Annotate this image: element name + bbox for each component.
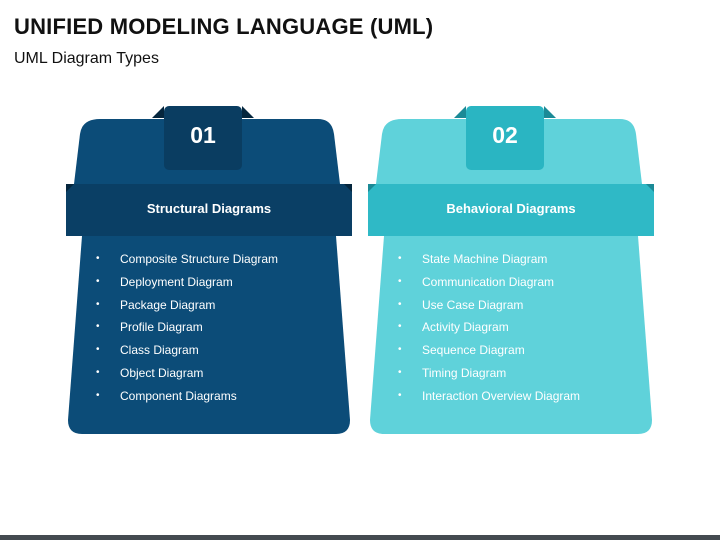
bullet-icon: • [398, 298, 402, 310]
list-item: • Class Diagram [96, 339, 278, 362]
list-item-label: Composite Structure Diagram [120, 252, 279, 266]
card-body-shape [68, 236, 350, 434]
number-tab [466, 106, 544, 170]
bullet-icon: • [96, 298, 100, 310]
bullet-icon: • [398, 321, 402, 333]
list-item: • Object Diagram [96, 362, 278, 385]
list-item-label: State Machine Diagram [422, 252, 548, 266]
band-fold-right [646, 184, 654, 192]
card-number: 02 [492, 122, 518, 148]
card-band [66, 184, 352, 236]
tab-fold-left [152, 106, 164, 118]
bullet-icon: • [398, 275, 402, 287]
page-title: UNIFIED MODELING LANGUAGE (UML) [14, 14, 434, 39]
list-item-label: Sequence Diagram [422, 343, 525, 358]
card-heading: Behavioral Diagrams [446, 201, 576, 216]
diagram-type-list: • State Machine Diagram • Communication Di… [398, 248, 580, 408]
number-tab [164, 106, 242, 170]
list-item-label: Package Diagram [120, 297, 216, 312]
card-shape [66, 106, 352, 434]
diagram-type-list: • Composite Structure Diagram • Deployment… [96, 248, 278, 408]
card-shape [368, 106, 654, 434]
list-item: • Profile Diagram [96, 316, 278, 339]
list-item-label: Deployment Diagram [120, 274, 233, 289]
bullet-icon: • [96, 275, 100, 287]
band-fold-right [344, 184, 352, 192]
list-item: • Activity Diagram [398, 316, 580, 339]
card-heading: Structural Diagrams [146, 201, 272, 216]
list-item: • Composite Structure Diagram [96, 248, 278, 271]
list-item: • Interaction Overview Diagram [398, 385, 580, 408]
list-item: • Use Case Diagram [398, 294, 580, 317]
tab-fold-right [544, 106, 556, 118]
list-item: • Communication Diagram [398, 271, 580, 294]
list-item-label: Component Diagrams [120, 388, 237, 403]
bullet-icon: • [398, 344, 402, 356]
card-band [368, 184, 654, 236]
page-subtitle: UML Diagram Types [14, 50, 159, 67]
list-item-label: Profile Diagram [120, 320, 203, 335]
behavioral-diagrams-card: 02 Behavioral Diagrams • State Machine Di… [366, 104, 656, 438]
bullet-icon: • [96, 253, 100, 264]
card-body-shape [370, 236, 652, 434]
tab-fold-right [242, 106, 254, 118]
footer-bar [0, 535, 720, 540]
bullet-icon: • [398, 389, 402, 401]
list-item: • State Machine Diagram [398, 248, 580, 271]
list-item: • Deployment Diagram [96, 271, 278, 294]
list-item: • Package Diagram [96, 294, 278, 317]
band-fold-left [368, 184, 376, 192]
list-item-label: Timing Diagram [422, 365, 507, 380]
list-item-label: Use Case Diagram [422, 297, 524, 312]
list-item-label: Activity Diagram [422, 320, 509, 335]
bullet-icon: • [398, 253, 402, 264]
bullet-icon: • [96, 389, 100, 401]
list-item: • Sequence Diagram [398, 339, 580, 362]
list-item: • Timing Diagram [398, 362, 580, 385]
list-item-label: Object Diagram [120, 365, 204, 380]
structural-diagrams-card: 01 Structural Diagrams • Composite Struct… [64, 104, 354, 438]
bullet-icon: • [398, 366, 402, 378]
band-fold-left [66, 184, 74, 192]
tab-fold-left [454, 106, 466, 118]
list-item-label: Interaction Overview Diagram [422, 388, 581, 403]
bullet-icon: • [96, 321, 100, 333]
list-item-label: Communication Diagram [422, 274, 555, 289]
card-number: 01 [190, 122, 216, 148]
list-item: • Component Diagrams [96, 385, 278, 408]
list-item-label: Class Diagram [120, 343, 199, 358]
bullet-icon: • [96, 344, 100, 356]
bullet-icon: • [96, 366, 100, 378]
